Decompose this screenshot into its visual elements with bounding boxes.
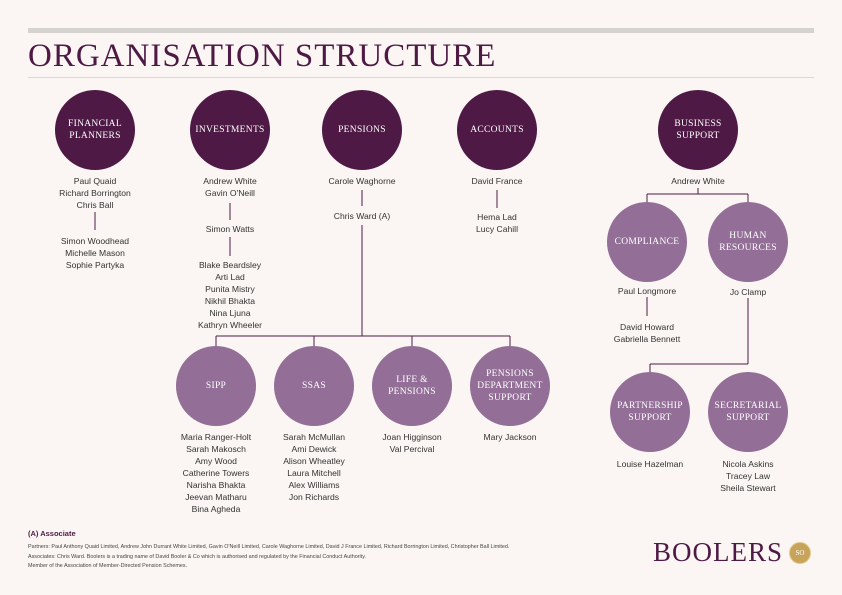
title-divider: [28, 77, 814, 78]
pensions-partner: Carole Waghorne: [328, 176, 396, 186]
sipp-circle: SIPP: [176, 346, 256, 426]
financial-planners-label: FINANCIAL PLANNERS: [68, 119, 122, 141]
seal-icon: SO: [789, 542, 811, 564]
human-resources-manager: Jo Clamp: [729, 287, 767, 297]
life-pensions-label: LIFE & PENSIONS: [388, 375, 436, 397]
life-pensions-circle: LIFE & PENSIONS: [372, 346, 452, 426]
partnership-support-staff: Louise Hazelman: [616, 459, 684, 469]
financial-planners-staff: Simon Woodhead Michelle Mason Sophie Par…: [60, 236, 130, 270]
footer-partners: Partners: Paul Anthony Quaid Limited, An…: [28, 544, 510, 550]
secretarial-support-label: SECRETARIAL SUPPORT: [714, 401, 782, 423]
sipp-label: SIPP: [205, 381, 227, 391]
secretarial-support-staff: Nicola Askins Tracey Law Sheila Stewart: [720, 459, 776, 493]
accounts-partner: David France: [471, 176, 523, 186]
pensions-dept-support-staff: Mary Jackson: [483, 432, 537, 442]
investments-manager: Simon Watts: [205, 224, 255, 234]
pensions-circle: PENSIONS: [322, 90, 402, 170]
accounts-label: ACCOUNTS: [470, 125, 524, 135]
human-resources-label: HUMAN RESOURCES: [719, 231, 777, 253]
investments-staff: Blake Beardsley Arti Lad Punita Mistry N…: [197, 260, 262, 330]
sipp-staff: Maria Ranger-Holt Sarah Makosch Amy Wood…: [180, 432, 252, 514]
compliance-circle: COMPLIANCE: [607, 202, 687, 282]
pensions-dept-support-circle: PENSIONS DEPARTMENT SUPPORT: [470, 346, 550, 426]
ssas-circle: SSAS: [274, 346, 354, 426]
secretarial-support-circle: SECRETARIAL SUPPORT: [708, 372, 788, 452]
investments-partners: Andrew White Gavin O'Neill: [203, 176, 257, 198]
life-pensions-staff: Joan Higginson Val Percival: [382, 432, 442, 454]
compliance-label: COMPLIANCE: [614, 237, 680, 247]
investments-circle: INVESTMENTS: [190, 90, 270, 170]
ssas-label: SSAS: [302, 381, 326, 391]
partnership-support-label: PARTNERSHIP SUPPORT: [617, 401, 683, 423]
accounts-staff: Hema Lad Lucy Cahill: [475, 212, 519, 234]
financial-planners-partners: Paul Quaid Richard Borrington Chris Ball: [59, 176, 131, 210]
human-resources-circle: HUMAN RESOURCES: [708, 202, 788, 282]
business-support-label: BUSINESS SUPPORT: [674, 119, 722, 141]
pensions-label: PENSIONS: [338, 125, 386, 135]
investments-label: INVESTMENTS: [195, 125, 265, 135]
top-bar: [28, 28, 814, 33]
footer-legal: Partners: Paul Anthony Quaid Limited, An…: [28, 543, 648, 572]
footer-associates: Associates: Chris Ward. Boolers is a tra…: [28, 553, 366, 560]
accounts-circle: ACCOUNTS: [457, 90, 537, 170]
financial-planners-circle: FINANCIAL PLANNERS: [55, 90, 135, 170]
ssas-staff: Sarah McMullan Ami Dewick Alison Wheatle…: [282, 432, 346, 502]
associate-key: (A) Associate: [28, 529, 76, 538]
compliance-manager: Paul Longmore: [617, 286, 677, 296]
footer-member: Member of the Association of Member-Dire…: [28, 563, 188, 569]
pensions-associate: Chris Ward (A): [333, 211, 391, 221]
business-support-circle: BUSINESS SUPPORT: [658, 90, 738, 170]
compliance-staff: David Howard Gabriella Bennett: [613, 322, 681, 344]
boolers-logo: BOOLERS: [653, 537, 784, 567]
business-support-partner: Andrew White: [671, 176, 725, 186]
page-title: ORGANISATION STRUCTURE: [28, 38, 497, 74]
pensions-dept-support-label: PENSIONS DEPARTMENT SUPPORT: [477, 369, 543, 403]
partnership-support-circle: PARTNERSHIP SUPPORT: [610, 372, 690, 452]
